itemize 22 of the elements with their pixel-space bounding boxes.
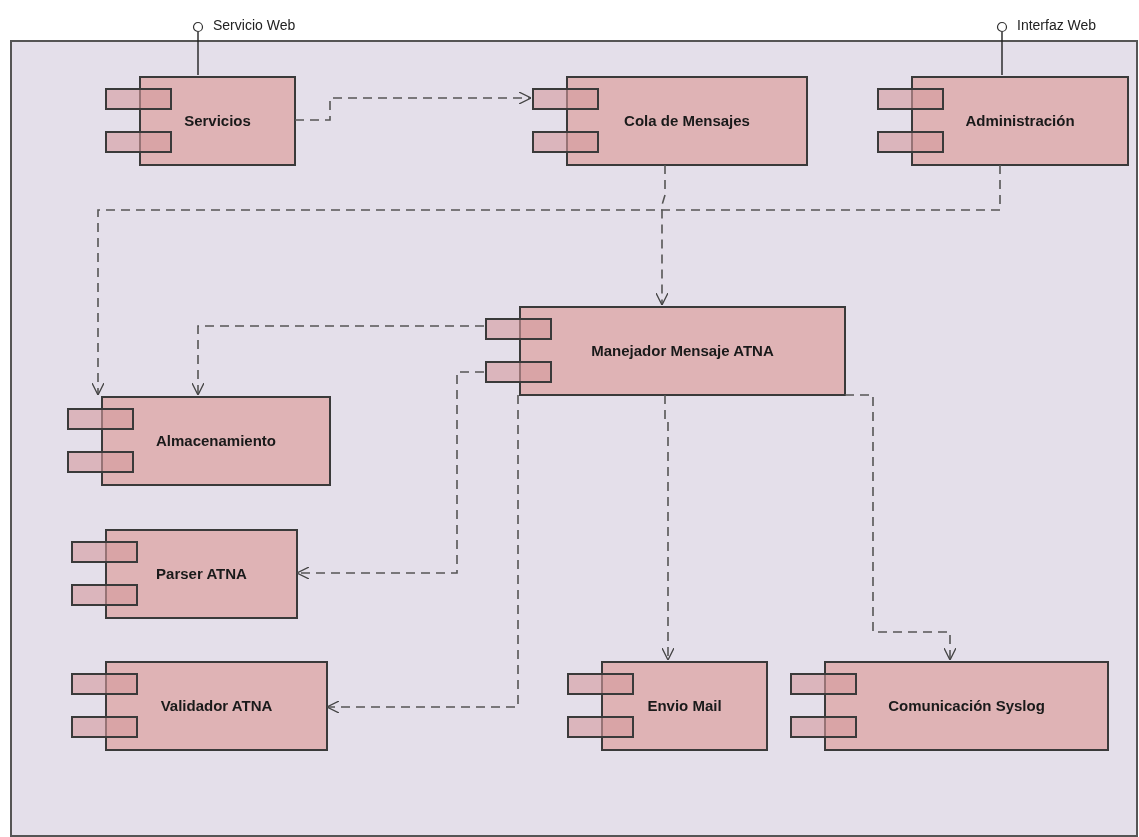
dependency-arrow <box>91 164 1001 396</box>
interface-label: Servicio Web <box>213 16 296 35</box>
dependency-arrow <box>655 164 669 306</box>
component-name: Parser ATNA <box>156 563 247 584</box>
component-name: Validador ATNA <box>160 695 273 716</box>
interface-label: Interfaz Web <box>1017 16 1097 35</box>
interface-line <box>197 31 199 76</box>
dependency-arrow <box>191 325 485 396</box>
dependency-arrow <box>326 394 519 714</box>
dependency-arrow <box>844 394 957 661</box>
interface-line <box>1001 31 1003 76</box>
system-boundary <box>10 40 1138 837</box>
component-name: Envio Mail <box>647 695 722 716</box>
dependency-arrow <box>296 371 485 580</box>
dependency-arrow <box>294 91 532 121</box>
dependency-arrow <box>661 394 675 661</box>
component-name: Manejador Mensaje ATNA <box>591 340 774 361</box>
component-name: Comunicación Syslog <box>888 695 1045 716</box>
component-name: Cola de Mensajes <box>624 110 750 131</box>
component-name: Almacenamiento <box>155 430 276 451</box>
component-name: Servicios <box>184 110 251 131</box>
component-name: Administración <box>965 110 1075 131</box>
